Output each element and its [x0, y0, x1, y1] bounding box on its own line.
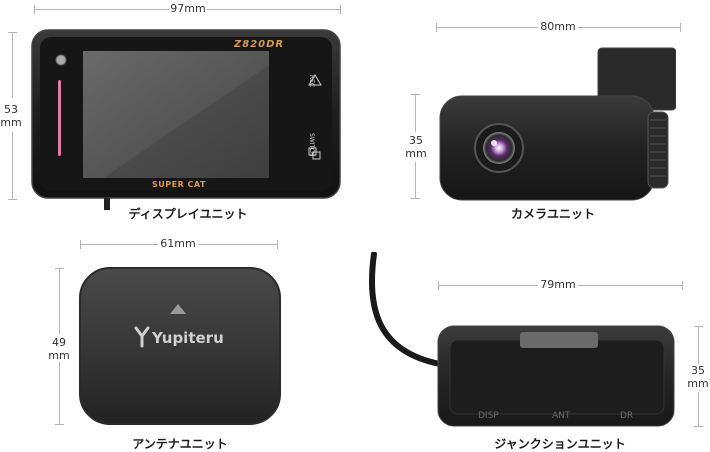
camera-unit-caption: カメラユニット: [510, 207, 595, 221]
junction-port-disp: DISP: [478, 411, 499, 421]
junction-height-line-top: [698, 326, 699, 364]
display-width-line-right: [207, 9, 341, 10]
antenna-unit-caption: アンテナユニット: [132, 437, 228, 451]
display-width-line-left: [34, 9, 169, 10]
antenna-height-line-bottom: [59, 362, 60, 425]
antenna-unit-image: [79, 267, 281, 425]
antenna-logo-text: Yupiteru: [152, 329, 224, 347]
display-brand-text: SUPER CAT: [152, 180, 206, 189]
rec-label: REC: [308, 75, 315, 88]
junction-width-line-left: [438, 285, 538, 286]
camera-height-line-top: [415, 94, 416, 132]
yupiteru-logo-icon: [134, 326, 150, 348]
junction-height-label-value: 35: [691, 364, 705, 377]
switch-label: SWITCH: [308, 133, 315, 157]
warning-icon: [308, 74, 322, 86]
junction-unit-image: [368, 252, 675, 427]
junction-port-ant: ANT: [552, 411, 571, 421]
junction-port-dr: DR: [620, 411, 634, 421]
antenna-width-label: 61mm: [160, 237, 196, 250]
junction-width-line-right: [578, 285, 683, 286]
display-model-text: Z820DR: [234, 39, 285, 50]
camera-height-label-unit: mm: [405, 147, 427, 160]
display-width-label: 97mm: [170, 2, 206, 15]
switch-icon: [308, 147, 321, 160]
display-unit-caption: ディスプレイユニット: [128, 207, 248, 221]
display-unit-image: [31, 29, 341, 210]
camera-unit-image: [439, 47, 676, 201]
antenna-width-line-left: [80, 244, 158, 245]
junction-width-label: 79mm: [540, 278, 576, 291]
display-height-label-value: 53: [4, 103, 18, 116]
display-height-line-top: [12, 32, 13, 98]
camera-width-line-left: [436, 27, 538, 28]
camera-height-line-bottom: [415, 162, 416, 199]
antenna-width-line-right: [198, 244, 278, 245]
display-height-label-unit: mm: [0, 116, 22, 129]
antenna-height-label-value: 49: [52, 336, 66, 349]
display-height-line-bottom: [12, 132, 13, 200]
junction-unit-caption: ジャンクションユニット: [494, 437, 626, 451]
camera-width-line-right: [578, 27, 681, 28]
camera-height-label-value: 35: [409, 134, 423, 147]
antenna-height-line-top: [59, 268, 60, 334]
junction-height-line-bottom: [698, 392, 699, 427]
junction-height-label-unit: mm: [687, 377, 709, 390]
camera-width-label: 80mm: [540, 20, 576, 33]
antenna-height-label-unit: mm: [48, 349, 70, 362]
